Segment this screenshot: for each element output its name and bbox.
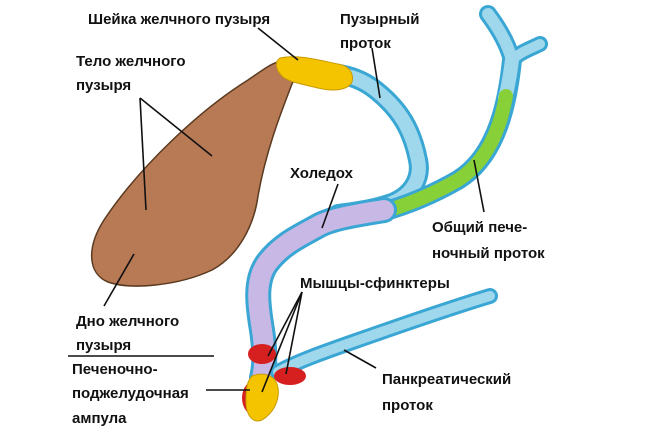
- pointer-neck: [257, 27, 299, 61]
- pointer-fundus: [103, 253, 135, 307]
- pointer-body-2: [139, 97, 213, 157]
- gallbladder-body: [90, 61, 296, 287]
- pointer-sphincter-2: [285, 291, 303, 375]
- pointer-chd: [473, 159, 485, 213]
- label-gallbladder-neck: Шейка желчного пузыря: [88, 11, 270, 28]
- pointer-sphincter-3: [261, 291, 303, 393]
- pointer-choledochus: [321, 183, 339, 229]
- pointer-lines: [68, 27, 485, 393]
- pointer-body-1: [139, 97, 147, 211]
- label-gallbladder-fundus-line2: пузыря: [76, 337, 131, 354]
- right-hepatic-duct: [482, 8, 518, 66]
- label-ampulla-line2: поджелудочная: [72, 385, 189, 402]
- label-common-hepatic-line1: Общий пече-: [432, 219, 527, 236]
- label-pancreatic-duct-line1: Панкреатический: [382, 371, 511, 388]
- pointer-sphincter-1: [267, 291, 303, 357]
- choledochus: [248, 200, 394, 388]
- label-cystic-duct-line1: Пузырный: [340, 11, 419, 28]
- label-cystic-duct-line2: проток: [340, 35, 391, 52]
- label-pancreatic-duct-line2: проток: [382, 397, 433, 414]
- label-gallbladder-fundus-line1: Дно желчного: [76, 313, 179, 330]
- pointer-pancreatic: [343, 349, 377, 369]
- cystic-duct: [291, 65, 426, 221]
- label-ampulla-line3: ампула: [72, 410, 127, 427]
- label-common-hepatic-line2: ночный проток: [432, 245, 545, 262]
- label-gallbladder-body-line1: Тело желчного: [76, 53, 186, 70]
- gallbladder-neck: [275, 56, 353, 91]
- pancreatic-duct: [273, 291, 495, 377]
- common-hepatic-duct: [375, 89, 513, 219]
- label-choledochus: Холедох: [290, 165, 354, 182]
- label-gallbladder-body-line2: пузыря: [76, 77, 131, 94]
- pointer-cystic: [371, 47, 381, 99]
- label-ampulla-line1: Печеночно-: [72, 361, 158, 378]
- sphincter-choledochus: [248, 344, 276, 364]
- label-sphincter-muscles: Мышцы-сфинктеры: [300, 275, 450, 292]
- hepatopancreatic-ampulla: [245, 373, 279, 422]
- sphincter-pancreatic: [274, 367, 306, 385]
